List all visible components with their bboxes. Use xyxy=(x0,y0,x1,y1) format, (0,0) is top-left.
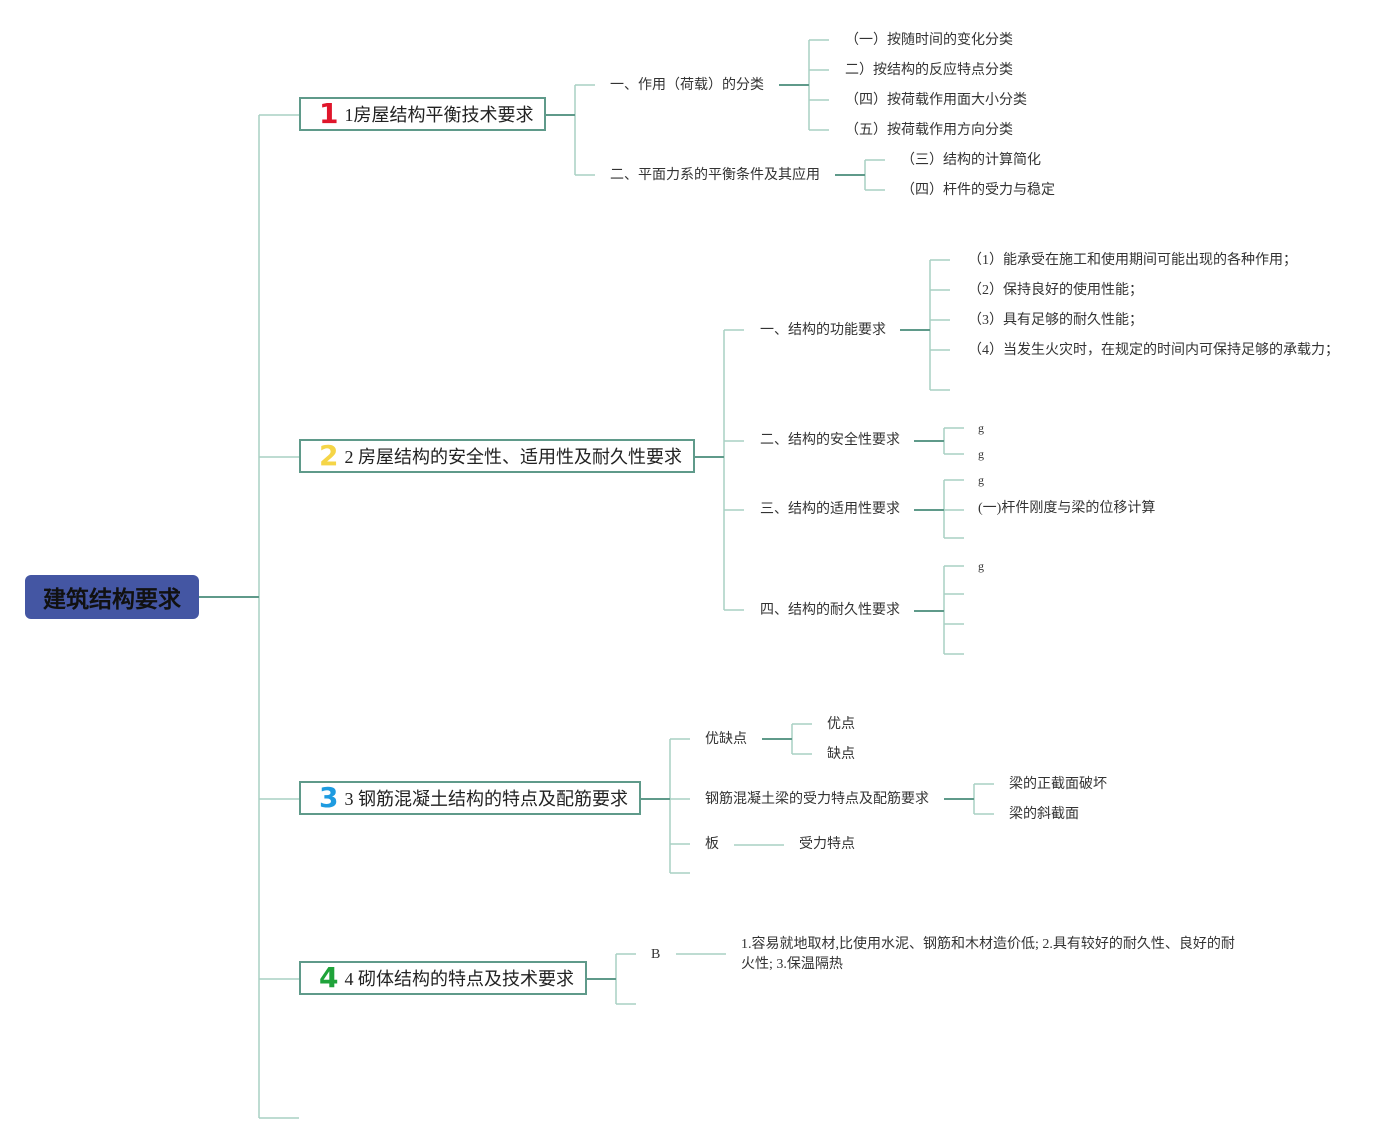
leaf-node[interactable]: (一)杆件刚度与梁的位移计算 xyxy=(978,501,1156,516)
leaf-node[interactable]: 优点 xyxy=(827,717,855,732)
branch-label: 2 房屋结构的安全性、适用性及耐久性要求 xyxy=(344,447,682,467)
branch-label: 1房屋结构平衡技术要求 xyxy=(344,105,534,125)
leaf-node[interactable]: 受力特点 xyxy=(799,837,855,852)
topic-node[interactable]: B xyxy=(651,947,661,962)
leaf-node[interactable]: （1）能承受在施工和使用期间可能出现的各种作用； xyxy=(968,253,1297,268)
branch-node-4[interactable]: 4 4 砌体结构的特点及技术要求 xyxy=(299,961,587,995)
topic-node[interactable]: 优缺点 xyxy=(705,732,747,747)
branch-label: 4 砌体结构的特点及技术要求 xyxy=(344,969,574,989)
leaf-node[interactable]: （四）杆件的受力与稳定 xyxy=(901,183,1055,198)
number-badge-3-icon: 3 xyxy=(319,781,339,814)
leaf-node[interactable]: 1.容易就地取材,比使用水泥、钢筋和木材造价低; 2.具有较好的耐久性、良好的耐… xyxy=(741,937,1235,972)
leaf-node[interactable]: g xyxy=(978,473,984,487)
leaf-node[interactable]: （四）按荷载作用面大小分类 xyxy=(845,93,1027,108)
leaf-node[interactable]: （五）按荷载作用方向分类 xyxy=(845,123,1013,138)
leaf-node[interactable]: 梁的斜截面 xyxy=(1009,807,1079,822)
leaf-node[interactable]: 缺点 xyxy=(827,747,855,762)
topic-node[interactable]: 一、作用（荷载）的分类 xyxy=(610,78,764,93)
topic-node[interactable]: 一、结构的功能要求 xyxy=(760,323,886,338)
number-badge-1-icon: 1 xyxy=(319,97,339,130)
leaf-node[interactable]: （三）结构的计算简化 xyxy=(901,153,1041,168)
branch-node-2[interactable]: 2 2 房屋结构的安全性、适用性及耐久性要求 xyxy=(299,439,695,473)
topic-node[interactable]: 四、结构的耐久性要求 xyxy=(760,603,900,618)
leaf-node[interactable]: （4）当发生火灾时，在规定的时间内可保持足够的承载力； xyxy=(968,343,1339,358)
topic-node[interactable]: 二、结构的安全性要求 xyxy=(760,433,900,448)
root-node[interactable]: 建筑结构要求 xyxy=(25,575,199,619)
topic-node[interactable]: 三、结构的适用性要求 xyxy=(760,502,900,517)
leaf-node[interactable]: g xyxy=(978,447,984,461)
leaf-node[interactable]: （2）保持良好的使用性能； xyxy=(968,283,1143,298)
branch-node-1[interactable]: 1 1房屋结构平衡技术要求 xyxy=(299,97,546,131)
leaf-node[interactable]: （3）具有足够的耐久性能； xyxy=(968,313,1143,328)
number-badge-2-icon: 2 xyxy=(319,439,339,472)
number-badge-4-icon: 4 xyxy=(319,961,339,994)
topic-node[interactable]: 二、平面力系的平衡条件及其应用 xyxy=(610,168,820,183)
branch-node-3[interactable]: 3 3 钢筋混凝土结构的特点及配筋要求 xyxy=(299,781,641,815)
leaf-node[interactable]: 梁的正截面破坏 xyxy=(1009,777,1107,792)
topic-node[interactable]: 板 xyxy=(705,837,719,852)
leaf-node[interactable]: （一）按随时间的变化分类 xyxy=(845,33,1013,48)
branch-label: 3 钢筋混凝土结构的特点及配筋要求 xyxy=(344,789,628,809)
leaf-node[interactable]: g xyxy=(978,559,984,573)
leaf-node[interactable]: 二）按结构的反应特点分类 xyxy=(845,63,1013,78)
topic-node[interactable]: 钢筋混凝土梁的受力特点及配筋要求 xyxy=(705,792,929,807)
root-label: 建筑结构要求 xyxy=(43,587,181,613)
leaf-node[interactable]: g xyxy=(978,421,984,435)
